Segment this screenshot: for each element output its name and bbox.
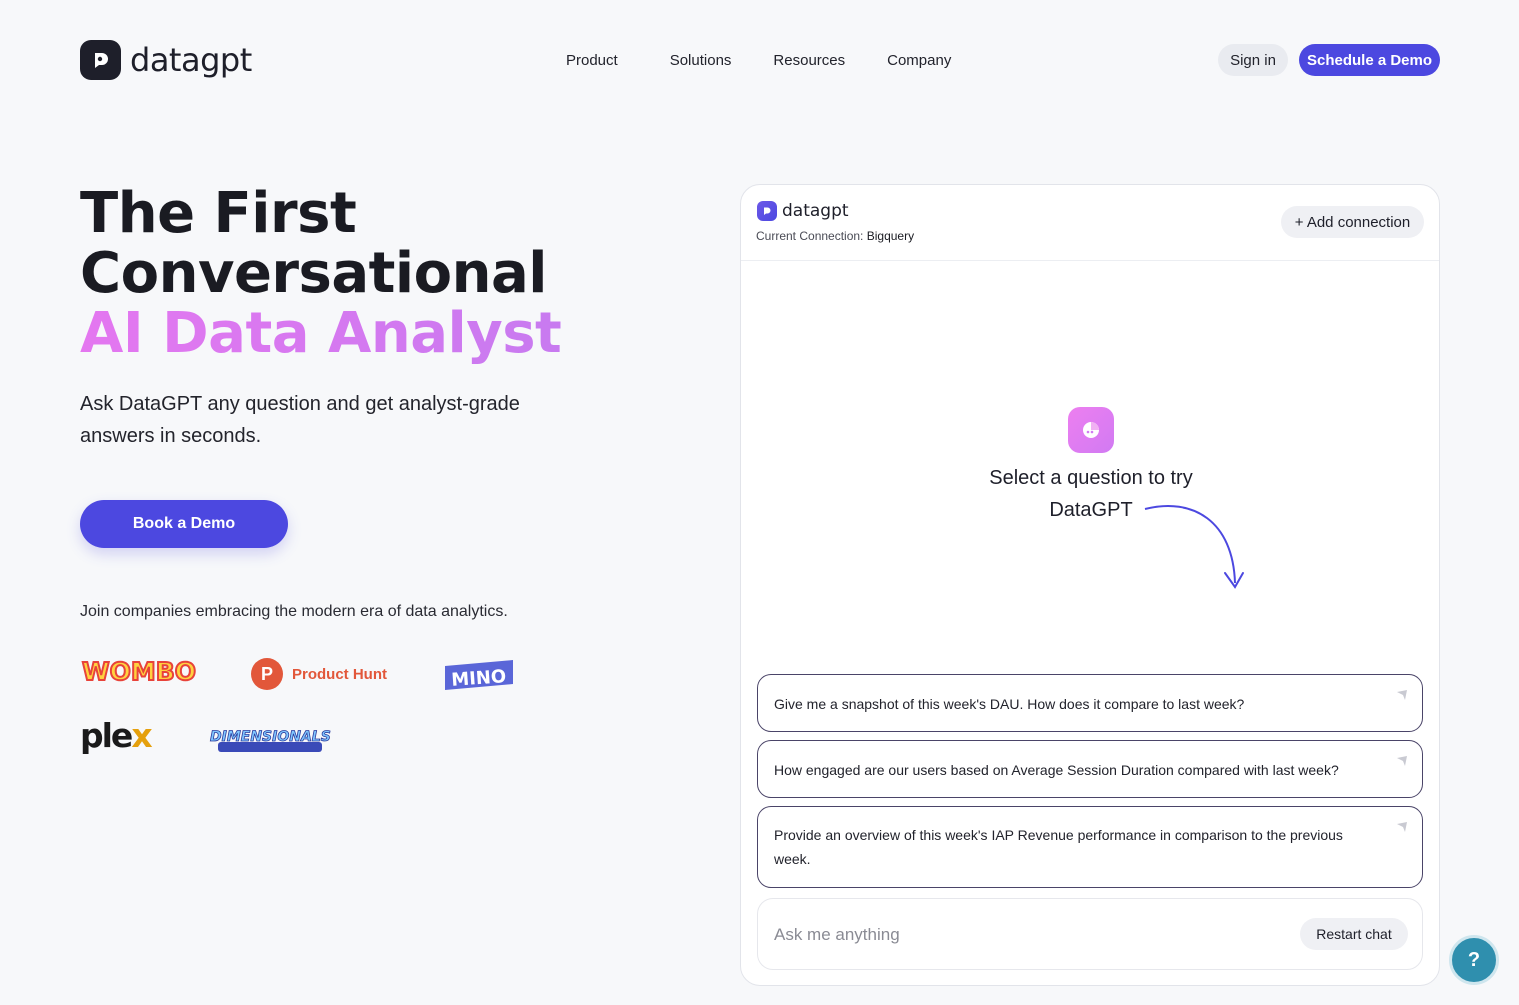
product-hunt-icon: P — [251, 658, 283, 690]
chat-input[interactable] — [774, 921, 1274, 949]
datagpt-mini-logo-icon — [757, 201, 777, 221]
chat-input-box: Restart chat — [757, 898, 1423, 970]
wombo-logo: WOMBO — [80, 654, 197, 693]
plex-logo: plex — [80, 716, 153, 755]
nav-company[interactable]: Company — [887, 52, 952, 69]
current-connection: Current Connection: Bigquery — [756, 229, 914, 243]
main-nav: Product Solutions Resources Company — [566, 52, 951, 69]
brand-name: datagpt — [130, 41, 252, 79]
chat-brand-name: datagpt — [782, 201, 849, 221]
send-icon — [1397, 690, 1407, 700]
prompt-line1: Select a question to try — [989, 467, 1193, 489]
wombo-logo-text: WOMBO — [82, 657, 196, 686]
ai-assistant-icon — [1068, 407, 1114, 453]
add-connection-button[interactable]: + Add connection — [1281, 206, 1424, 238]
suggested-question[interactable]: Provide an overview of this week's IAP R… — [757, 806, 1423, 888]
help-chat-icon[interactable]: ? — [1449, 935, 1499, 985]
customers-heading: Join companies embracing the modern era … — [80, 603, 508, 620]
suggested-question-text: How engaged are our users based on Avera… — [774, 762, 1339, 778]
chat-brand: datagpt — [757, 201, 849, 221]
hero-title-line2: Conversational — [80, 241, 547, 306]
book-demo-button[interactable]: Book a Demo — [80, 500, 288, 548]
prompt-line2: DataGPT — [1049, 499, 1133, 521]
schedule-demo-button[interactable]: Schedule a Demo — [1299, 44, 1440, 76]
mino-logo-text: MINO — [451, 666, 507, 691]
curved-arrow-icon — [1144, 505, 1244, 589]
hero-subtitle: Ask DataGPT any question and get analyst… — [80, 393, 520, 447]
product-hunt-logo: P Product Hunt — [251, 658, 387, 690]
restart-chat-button[interactable]: Restart chat — [1300, 918, 1408, 950]
dimensionals-logo: DIMENSIONALS — [206, 720, 334, 759]
suggested-question-text: Provide an overview of this week's IAP R… — [774, 827, 1343, 867]
nav-product[interactable]: Product — [566, 52, 618, 69]
suggested-question[interactable]: How engaged are our users based on Avera… — [757, 740, 1423, 798]
datagpt-logo-icon — [80, 40, 121, 80]
brand-logo[interactable]: datagpt — [80, 40, 252, 80]
sign-in-button[interactable]: Sign in — [1218, 44, 1288, 76]
connection-prefix: Current Connection: — [756, 229, 864, 243]
hero-title: The First Conversational AI Data Analyst — [80, 181, 562, 366]
nav-solutions[interactable]: Solutions — [669, 52, 732, 69]
suggested-question[interactable]: Give me a snapshot of this week's DAU. H… — [757, 674, 1423, 732]
send-icon — [1397, 822, 1407, 832]
hero-title-highlight: AI Data Analyst — [80, 301, 562, 366]
chat-panel: datagpt Current Connection: Bigquery + A… — [740, 184, 1440, 986]
product-hunt-label: Product Hunt — [292, 665, 387, 683]
send-icon — [1397, 756, 1407, 766]
site-header: datagpt Product Solutions Resources Comp… — [0, 0, 1519, 120]
select-question-prompt: Select a question to try DataGPT — [941, 462, 1241, 526]
chat-panel-header: datagpt Current Connection: Bigquery + A… — [741, 185, 1439, 261]
dimensionals-logo-text: DIMENSIONALS — [210, 729, 331, 745]
hero-title-line1: The First — [80, 181, 357, 246]
connection-name: Bigquery — [866, 229, 915, 243]
suggested-question-text: Give me a snapshot of this week's DAU. H… — [774, 696, 1245, 712]
nav-resources[interactable]: Resources — [773, 52, 846, 69]
mino-logo: MINO — [443, 658, 515, 697]
